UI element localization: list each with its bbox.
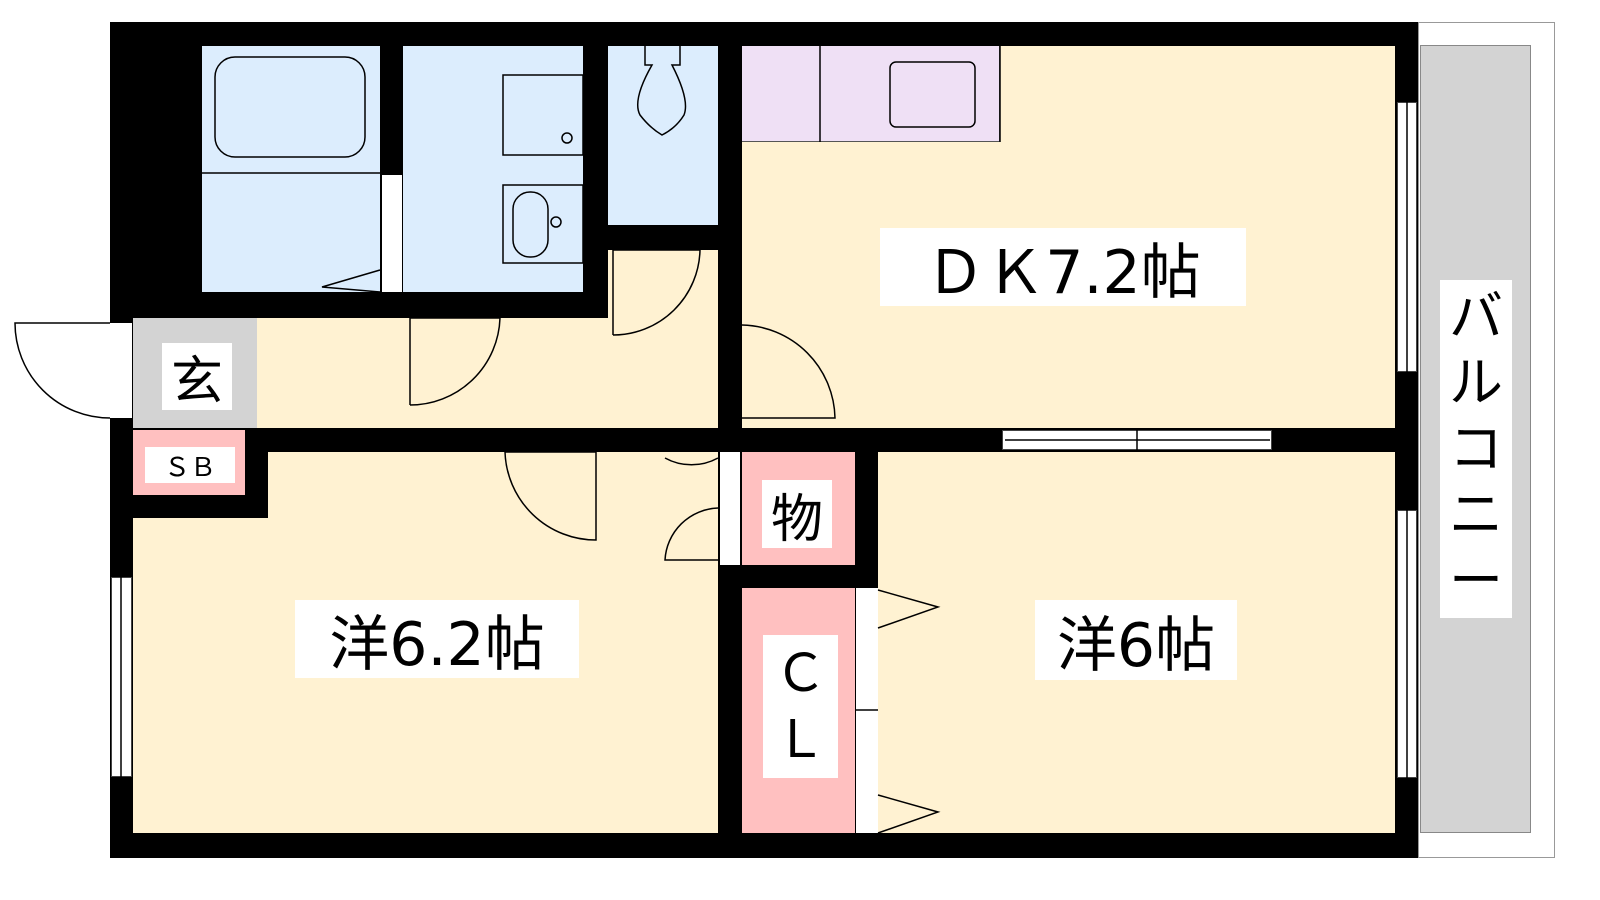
western-room-a-label: 洋6.2帖 — [295, 600, 579, 680]
shoe-box-label: ＳＢ — [145, 447, 235, 483]
storage-label: 物 — [762, 480, 832, 550]
dk-door-swing-icon — [741, 324, 836, 419]
balcony-char: バ — [1449, 285, 1503, 348]
balcony-char: ニ — [1449, 483, 1503, 546]
balcony-label: バ ル コ ニ ー — [1440, 280, 1512, 618]
closet-label-c: Ｃ — [774, 643, 827, 704]
washroom — [403, 46, 583, 292]
balcony-char: ー — [1449, 549, 1503, 612]
dk-label: ＤＫ7.2帖 — [880, 228, 1246, 308]
closet-label: Ｃ Ｌ — [763, 635, 838, 778]
stove-icon — [889, 61, 976, 128]
room-a-door-swing-icon — [504, 451, 597, 541]
entrance-label: 玄 — [162, 343, 232, 412]
entrance-door-swing-icon — [14, 322, 111, 419]
closet-label-l: Ｌ — [774, 709, 827, 770]
storage-door-swing-icon — [664, 457, 719, 561]
toilet-icon — [637, 46, 687, 136]
entrance-door-frame — [110, 323, 132, 418]
western-room-b-label: 洋6帖 — [1035, 600, 1237, 681]
washroom-door-swing-icon — [409, 317, 501, 406]
toilet — [608, 46, 718, 225]
balcony-char: コ — [1449, 417, 1503, 480]
washer-icon — [502, 74, 584, 156]
hallway-toilet-nook — [608, 250, 718, 330]
sink-icon — [502, 184, 584, 264]
bathtub-icon — [214, 56, 366, 158]
bath-door-icon — [321, 269, 381, 293]
storage-door-frame — [720, 452, 740, 565]
balcony-char: ル — [1449, 351, 1503, 414]
closet-door-icon — [877, 589, 941, 629]
bathroom — [202, 46, 380, 292]
toilet-door-swing-icon — [612, 249, 701, 336]
bathroom-door-frame — [382, 175, 402, 292]
hallway — [257, 318, 718, 428]
